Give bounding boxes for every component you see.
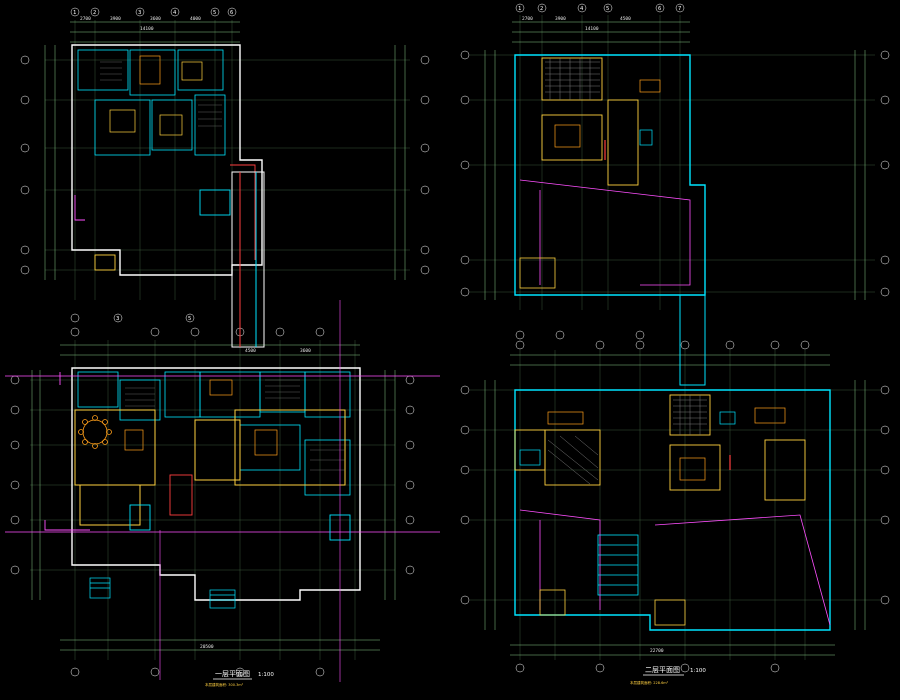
second-floor-plan: 1 2 4 5 6 7: [460, 3, 890, 685]
lower-unit-beds: [124, 379, 278, 456]
upper-unit-2f-rooms: [541, 57, 639, 186]
second-floor-scale: 1:100: [690, 668, 706, 674]
axis-label: 2: [93, 10, 96, 16]
axis-bubbles-middle: [70, 313, 325, 677]
lower-unit-2f-walls: [514, 389, 831, 631]
svg-text:4000: 4000: [190, 16, 201, 22]
dining-table: [78, 415, 112, 449]
axis-label: 1: [518, 6, 521, 12]
svg-text:2700: 2700: [522, 16, 533, 22]
ground-floor-plan: 1 2 3 4 5 6 3 5: [5, 7, 440, 687]
lower-unit-rooms: [77, 371, 351, 496]
svg-text:14100: 14100: [140, 26, 154, 32]
axis-label: 4: [580, 6, 584, 12]
axis-label: 6: [658, 6, 661, 12]
axis-label: 6: [230, 10, 233, 16]
dimension-texts: 2700 3900 3600 4000 14100 4500 3600 2050…: [80, 16, 311, 650]
axis-bubbles-left: [10, 55, 30, 575]
axis-label: 4: [173, 10, 177, 16]
svg-text:4500: 4500: [620, 16, 631, 22]
lower-unit-rooms-yellow: [74, 409, 346, 526]
svg-text:14100: 14100: [585, 26, 599, 32]
lower-unit-2f-hatch: [547, 395, 707, 485]
upper-unit-2f-void: [519, 140, 691, 289]
axis-label: 5: [213, 10, 216, 16]
grid-lines-right: [470, 15, 880, 660]
dimension-lines: [31, 21, 406, 651]
grid-lines: [30, 20, 410, 660]
connector-corridor: [231, 171, 265, 348]
upper-unit-furniture: [109, 55, 203, 136]
svg-text:3600: 3600: [300, 348, 311, 354]
lower-unit-2f-furniture: [519, 407, 786, 481]
lower-unit-walls: [71, 367, 361, 601]
svg-text:4500: 4500: [245, 348, 256, 354]
upper-unit-hatch: [100, 61, 222, 127]
entrance-steps: [89, 577, 236, 609]
axis-bubbles-top-upper: [70, 7, 237, 17]
upper-unit-2f-furniture: [554, 79, 661, 148]
svg-text:22700: 22700: [650, 648, 664, 654]
svg-text:20500: 20500: [200, 644, 214, 650]
dimension-lines-right: [484, 21, 866, 656]
connector-2f: [679, 294, 706, 386]
second-floor-title: 二层平面图: [645, 666, 680, 674]
upper-unit-2f-hatch: [545, 58, 600, 100]
svg-text:3900: 3900: [110, 16, 121, 22]
ground-floor-note: 本层建筑面积: 300.3m²: [205, 682, 244, 687]
lower-unit-2f-rooms: [514, 394, 806, 501]
upper-unit-rooms: [77, 49, 226, 156]
axis-label: 2: [540, 6, 543, 12]
ground-floor-scale: 1:100: [258, 672, 274, 678]
ground-floor-title: 一层平面图: [215, 670, 250, 678]
svg-text:3900: 3900: [555, 16, 566, 22]
lower-unit-accents: [5, 300, 440, 682]
second-floor-note: 本层建筑面积: 228.6m²: [630, 680, 669, 685]
lower-unit-hatch: [125, 379, 345, 471]
axis-label: 5: [606, 6, 609, 12]
axis-label: 1: [73, 10, 76, 16]
axis-label: 7: [678, 6, 681, 12]
axis-bubbles-right: [405, 55, 430, 575]
axis-bubbles-right-plan: [460, 3, 890, 673]
upper-unit-2f-walls: [514, 54, 706, 296]
svg-text:2700: 2700: [80, 16, 91, 22]
axis-label: 5: [188, 316, 191, 322]
lower-unit-2f-void: [519, 455, 831, 626]
svg-text:3600: 3600: [150, 16, 161, 22]
axis-label: 3: [116, 316, 119, 322]
axis-label: 3: [138, 10, 141, 16]
dimension-texts-right: 2700 3900 4500 14100 22700: [522, 16, 664, 654]
upper-unit-accent-lines: [74, 164, 256, 271]
upper-unit-walls: [71, 44, 263, 276]
